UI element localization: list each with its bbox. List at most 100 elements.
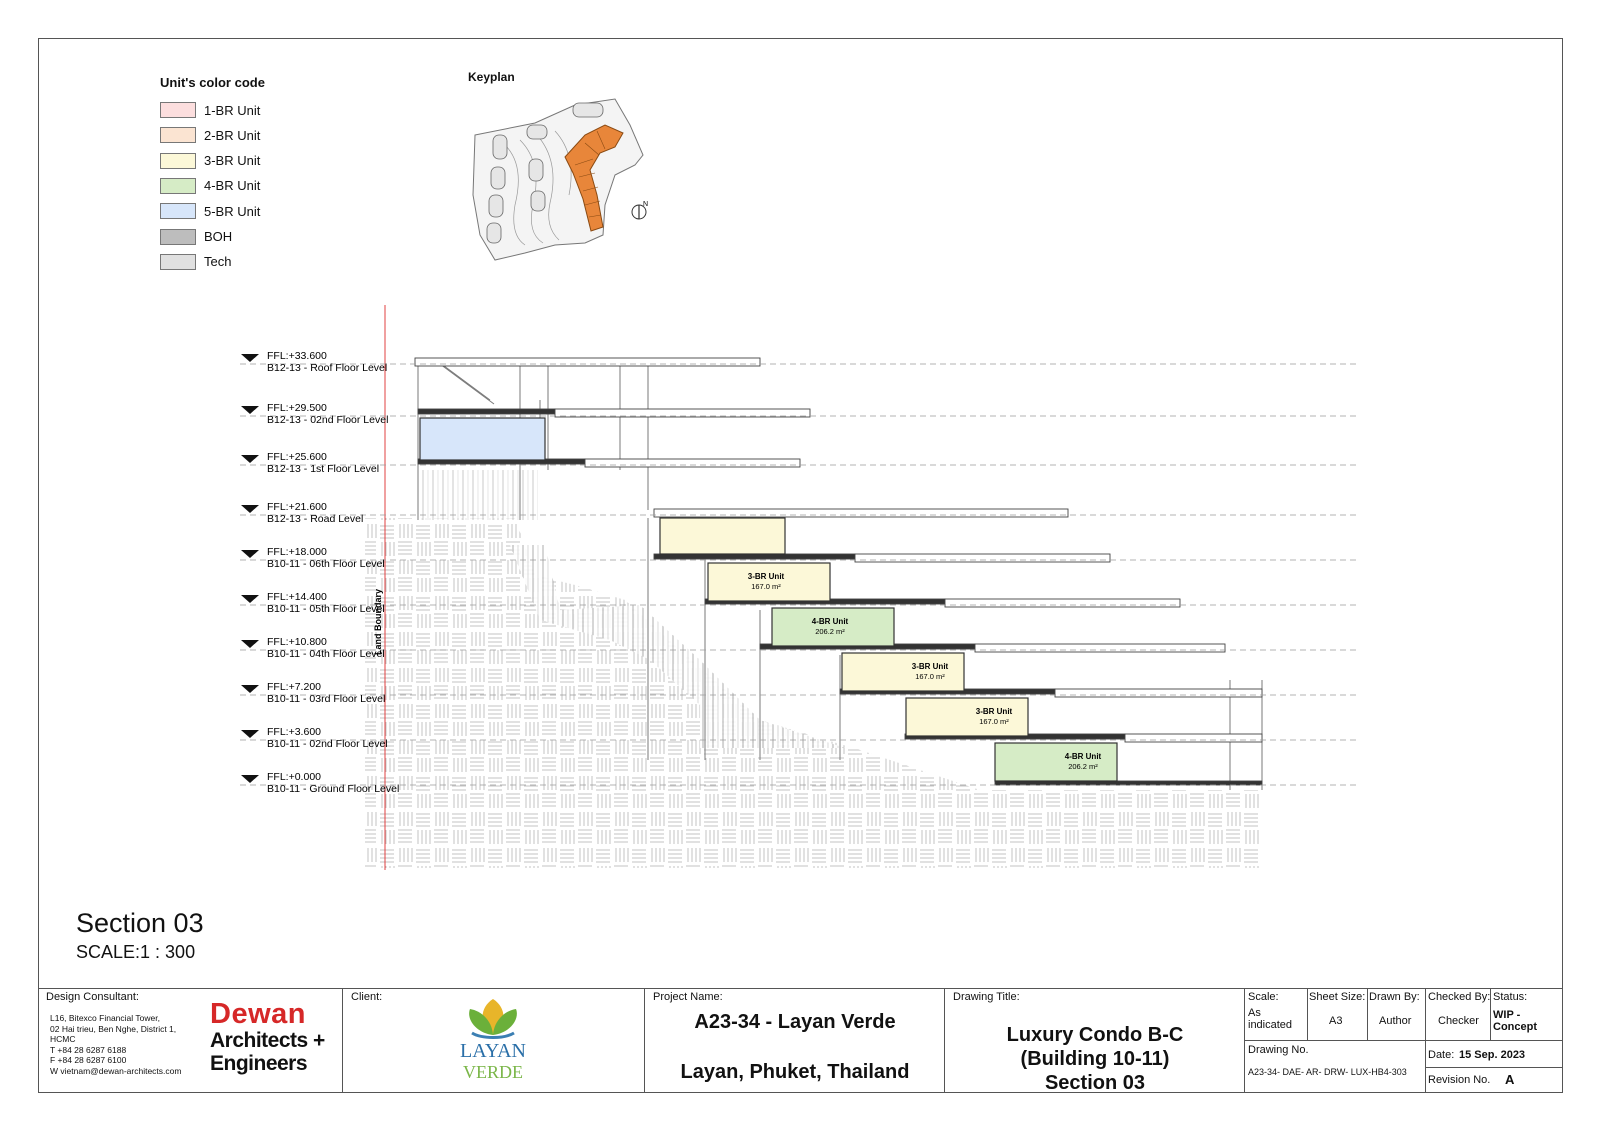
level-elevation: FFL:+25.600	[267, 451, 327, 463]
revision: A	[1505, 1072, 1515, 1087]
level-name: B12-13 - 02nd Floor Level	[267, 414, 388, 426]
legend-item: 4-BR Unit	[160, 177, 260, 195]
unit-type: 3-BR Unit	[976, 707, 1013, 716]
terrain-hatch	[365, 518, 1262, 868]
date: 15 Sep. 2023	[1459, 1049, 1526, 1061]
level-triangle-icon	[241, 505, 259, 513]
floor-slab	[974, 643, 1226, 653]
north-label: N	[643, 201, 648, 208]
drawing-title-label: Drawing Title:	[953, 991, 1020, 1003]
unit-area: 167.0 m²	[979, 717, 1009, 726]
project-cell: Project Name: A23-34 - Layan Verde Layan…	[645, 989, 945, 1093]
level-elevation: FFL:+29.500	[267, 402, 327, 414]
level-elevation: FFL:+0.000	[267, 771, 321, 783]
scale-value: As indicated	[1248, 1007, 1293, 1031]
legend-swatch	[160, 228, 196, 245]
drawn-by: Author	[1379, 1015, 1412, 1027]
land-boundary-label: Land Boundary	[373, 589, 383, 655]
dewan-logo: Dewan Architects + Engineers	[210, 998, 325, 1075]
unit-area: 206.2 m²	[1068, 762, 1098, 771]
level-elevation: FFL:+21.600	[267, 501, 327, 513]
sheet-size-label: Sheet Size:	[1309, 991, 1366, 1003]
level-triangle-icon	[241, 685, 259, 693]
legend-swatch	[160, 177, 196, 194]
unit-type: 4-BR Unit	[812, 617, 849, 626]
floor-slab	[1124, 733, 1263, 743]
legend-label: 1-BR Unit	[204, 102, 261, 118]
legend-item: 2-BR Unit	[160, 126, 260, 144]
unit-area: 167.0 m²	[915, 672, 945, 681]
unit-fill	[771, 607, 895, 647]
consultant-cell: Design Consultant: L16, Bitexco Financia…	[38, 989, 343, 1093]
level-name: B10-11 - 06th Floor Level	[267, 558, 385, 570]
upper-walls	[418, 470, 538, 520]
section-title: Section 03	[76, 908, 204, 938]
sheet-info-cell: Scale: As indicated Sheet Size: A3 Drawn…	[1245, 989, 1563, 1093]
client-label: Client:	[351, 991, 383, 1003]
unit-fill	[707, 562, 831, 602]
legend-item: Tech	[160, 253, 231, 271]
level-name: B10-11 - 03rd Floor Level	[267, 693, 385, 705]
legend-item: BOH	[160, 228, 232, 246]
checked-by-label: Checked By:	[1428, 991, 1491, 1003]
level-triangle-icon	[241, 406, 259, 414]
unit-type: 4-BR Unit	[1065, 752, 1102, 761]
level-triangle-icon	[241, 730, 259, 738]
level-triangle-icon	[241, 455, 259, 463]
structure-walls	[510, 545, 845, 748]
building-frame	[417, 359, 1263, 790]
floor-slab	[854, 553, 1111, 563]
drawing-no-label: Drawing No.	[1248, 1044, 1309, 1056]
floor-slab	[994, 780, 1263, 786]
project-name-label: Project Name:	[653, 991, 723, 1003]
client-cell: Client: LAYAN VERDE	[343, 989, 645, 1093]
drawn-by-label: Drawn By:	[1369, 991, 1420, 1003]
level-elevation: FFL:+18.000	[267, 546, 327, 558]
legend-label: BOH	[204, 229, 233, 244]
unit-fill	[841, 652, 965, 692]
level-elevation: FFL:+3.600	[267, 726, 321, 738]
project-location: Layan, Phuket, Thailand	[680, 1061, 910, 1083]
floor-slab	[414, 357, 761, 367]
title-block: Design Consultant: L16, Bitexco Financia…	[38, 988, 1563, 1094]
level-triangle-icon	[241, 775, 259, 783]
level-elevation: FFL:+33.600	[267, 350, 327, 362]
level-elevation: FFL:+10.800	[267, 636, 327, 648]
legend-label: 3-BR Unit	[204, 153, 261, 169]
floor-slab	[944, 598, 1181, 608]
level-name: B12-13 - Road Level	[267, 513, 363, 525]
level-name: B10-11 - 05th Floor Level	[267, 603, 385, 615]
keyplan-title: Keyplan	[468, 70, 515, 84]
project-name: A23-34 - Layan Verde	[694, 1011, 896, 1033]
drawing-sheet-border	[38, 38, 1563, 1093]
level-name: B10-11 - Ground Floor Level	[267, 783, 399, 795]
level-triangle-icon	[241, 640, 259, 648]
level-triangle-icon	[241, 595, 259, 603]
legend-item: 5-BR Unit	[160, 202, 260, 220]
unit-box	[419, 417, 546, 461]
date-label: Date:	[1428, 1049, 1455, 1061]
level-triangle-icon	[241, 550, 259, 558]
unit-fill	[905, 697, 1029, 737]
keyplan-image	[472, 98, 644, 261]
level-triangle-icon	[241, 354, 259, 362]
status: WIP - Concept	[1493, 1009, 1537, 1033]
legend-swatch	[160, 203, 196, 220]
status-label: Status:	[1493, 991, 1528, 1003]
layan-verde-logo-icon	[469, 999, 517, 1039]
north-arrow-icon: N	[631, 201, 648, 220]
level-name: B12-13 - Roof Floor Level	[267, 362, 387, 374]
